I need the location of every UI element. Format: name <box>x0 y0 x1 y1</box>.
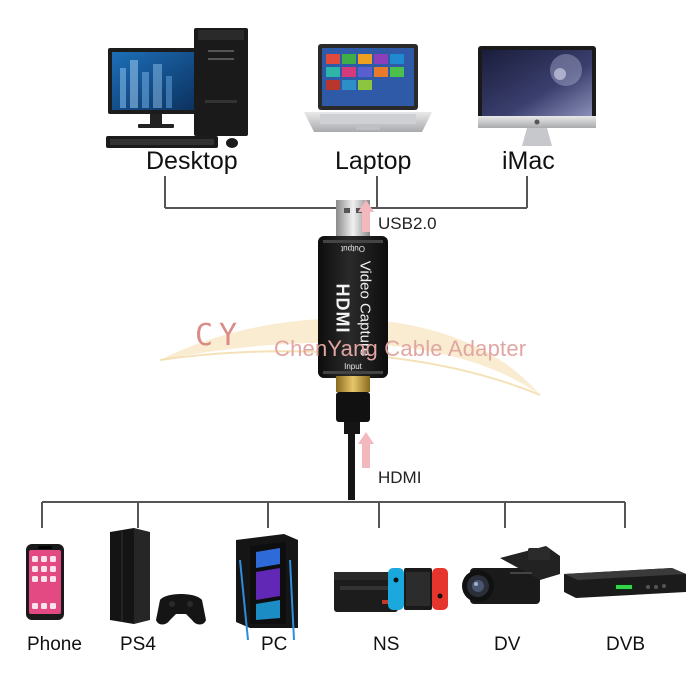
hdmi-direction-arrow <box>358 432 374 468</box>
host-label-imac: iMac <box>502 147 555 176</box>
usb-link-label: USB2.0 <box>378 214 437 234</box>
dvb-receiver-icon <box>564 568 686 598</box>
source-label-phone: Phone <box>27 634 82 656</box>
laptop-icon <box>304 44 432 132</box>
source-label-ns: NS <box>373 634 399 656</box>
camcorder-icon <box>462 546 560 604</box>
host-label-desktop: Desktop <box>146 147 238 176</box>
host-label-laptop: Laptop <box>335 147 411 176</box>
desktop-computer-icon <box>106 28 248 148</box>
phone-icon <box>26 544 64 620</box>
source-label-dvb: DVB <box>606 634 645 656</box>
watermark-logo: CY <box>195 318 243 353</box>
nintendo-switch-icon <box>334 568 448 612</box>
source-label-pc: PC <box>261 634 287 656</box>
hdmi-link-label: HDMI <box>378 468 421 488</box>
ps4-console-icon <box>110 528 206 625</box>
source-label-dv: DV <box>494 634 520 656</box>
watermark-text: ChenYang Cable Adapter <box>274 336 526 362</box>
source-label-ps4: PS4 <box>120 634 156 656</box>
pc-tower-icon <box>236 534 298 640</box>
imac-icon <box>478 46 596 146</box>
source-bus-lines <box>42 502 625 528</box>
